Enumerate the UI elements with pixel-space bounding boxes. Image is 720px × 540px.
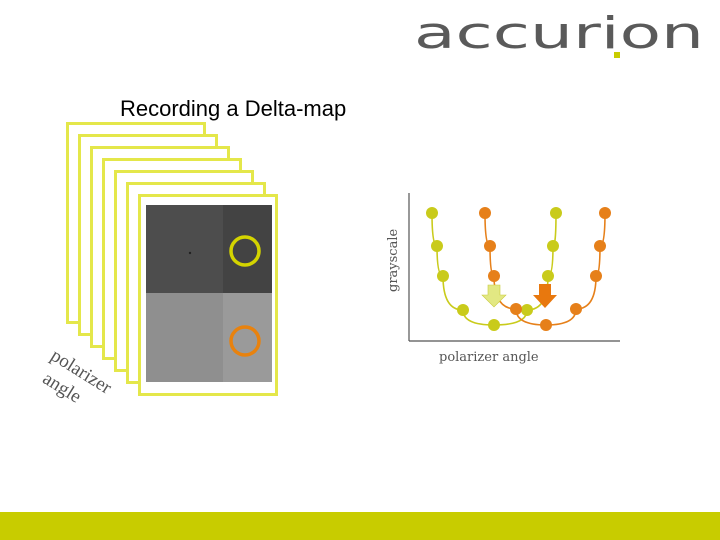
orange-circle-marker	[231, 327, 259, 355]
orange-arrow	[533, 284, 557, 308]
y-axis-label: grayscale	[386, 229, 401, 292]
speck	[189, 252, 191, 254]
yellow-curve-point	[542, 270, 554, 282]
orange-curve-point	[484, 240, 496, 252]
footer-bar	[0, 512, 720, 540]
grayscale-curve-plot	[380, 190, 630, 370]
logo-dot	[614, 52, 620, 58]
yellow-curve-point	[437, 270, 449, 282]
orange-curve-point	[510, 303, 522, 315]
x-axis-label: polarizer angle	[439, 350, 539, 365]
curves	[426, 207, 611, 331]
yellow-curve-point	[426, 207, 438, 219]
orange-curve-point	[479, 207, 491, 219]
yellow-curve-point	[457, 304, 469, 316]
yellow-curve-point	[431, 240, 443, 252]
yellow-curve-line	[432, 213, 556, 325]
sample-markers	[146, 205, 272, 382]
orange-curve-point	[590, 270, 602, 282]
orange-curve-line	[485, 213, 605, 325]
sample-image	[146, 205, 272, 382]
yellow-curve-point	[547, 240, 559, 252]
down-arrow-icon	[533, 284, 557, 308]
orange-curve-point	[540, 319, 552, 331]
orange-curve-point	[488, 270, 500, 282]
slide-title: Recording a Delta-map	[118, 96, 348, 122]
yellow-curve-point	[488, 319, 500, 331]
orange-curve-point	[570, 303, 582, 315]
logo-wordmark: accurion	[414, 14, 704, 59]
accurion-logo: accurion	[414, 14, 706, 62]
orange-curve-point	[594, 240, 606, 252]
yellow-circle-marker	[231, 237, 259, 265]
yellow-curve-point	[521, 304, 533, 316]
orange-curve-point	[599, 207, 611, 219]
yellow-curve-point	[550, 207, 562, 219]
